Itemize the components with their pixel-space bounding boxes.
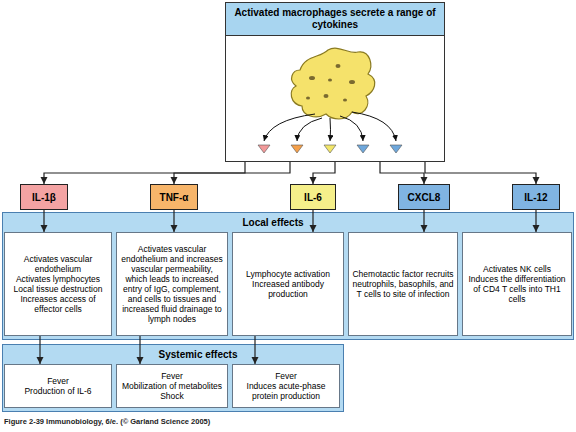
effect-text: Increased antibody production: [236, 279, 340, 299]
effect-text: Fever: [236, 371, 336, 381]
effect-box: Lymphocyte activationIncreased antibody …: [232, 232, 344, 336]
macrophage-box: Activated macrophages secrete a range of…: [225, 2, 445, 162]
cytokine-box: CXCL8: [398, 184, 450, 210]
connector-arrow: [380, 162, 424, 184]
effect-box: Activates NK cellsInduces the differenti…: [462, 232, 572, 336]
effects-band: Local effectsActivates vascular endothel…: [2, 212, 574, 340]
cytokine-name: IL-12: [524, 192, 547, 203]
effect-text: Increases access of effector cells: [8, 294, 108, 314]
cytokine-name: TNF-α: [160, 192, 189, 203]
effect-text: Activates vascular endothelium and incre…: [120, 244, 224, 324]
effect-box: Activates vascular endotheliumActivates …: [4, 232, 112, 336]
connector-arrow: [174, 162, 290, 184]
figure-caption: Figure 2-39 Immunobiology, 6/e. (© Garla…: [4, 417, 210, 426]
effect-text: Fever: [8, 376, 108, 386]
cytokine-name: IL-6: [304, 192, 322, 203]
effect-text: Lymphocyte activation: [236, 269, 340, 279]
cytokine-name: IL-1β: [32, 192, 56, 203]
effect-box: Activates vascular endothelium and incre…: [116, 232, 228, 336]
cytokine-box: IL-1β: [20, 184, 68, 210]
effect-box: FeverInduces acute-phase protein product…: [232, 364, 340, 408]
cytokine-box: IL-12: [512, 184, 560, 210]
effect-box: Chemotactic factor recruits neutrophils,…: [348, 232, 458, 336]
cytokine-name: CXCL8: [408, 192, 441, 203]
band-heading: Local effects: [3, 217, 543, 229]
effect-text: Production of IL-6: [8, 386, 108, 396]
effect-text: Activates vascular endothelium: [8, 254, 108, 274]
effect-text: Chemotactic factor recruits neutrophils,…: [352, 269, 454, 299]
effect-text: Mobilization of metabolites: [120, 381, 224, 391]
effect-text: Shock: [120, 391, 224, 401]
box-heading: Activated macrophages secrete a range of…: [226, 3, 444, 36]
effect-text: Induces the differentiation of CD4 T cel…: [466, 274, 568, 304]
effect-text: Local tissue destruction: [8, 284, 108, 294]
effect-text: Activates NK cells: [466, 264, 568, 274]
cytokine-box: IL-6: [290, 184, 336, 210]
connector-arrow: [425, 162, 536, 184]
band-heading: Systemic effects: [123, 349, 273, 361]
effects-band: Systemic effectsFeverProduction of IL-6F…: [2, 344, 344, 412]
cytokine-box: TNF-α: [150, 184, 198, 210]
effect-box: FeverProduction of IL-6: [4, 364, 112, 408]
effect-text: Activates lymphocytes: [8, 274, 108, 284]
effect-box: FeverMobilization of metabolitesShock: [116, 364, 228, 408]
effect-text: Fever: [120, 371, 224, 381]
connector-arrow: [313, 162, 335, 184]
connector-arrow: [44, 162, 245, 184]
effect-text: Induces acute-phase protein production: [236, 381, 336, 401]
